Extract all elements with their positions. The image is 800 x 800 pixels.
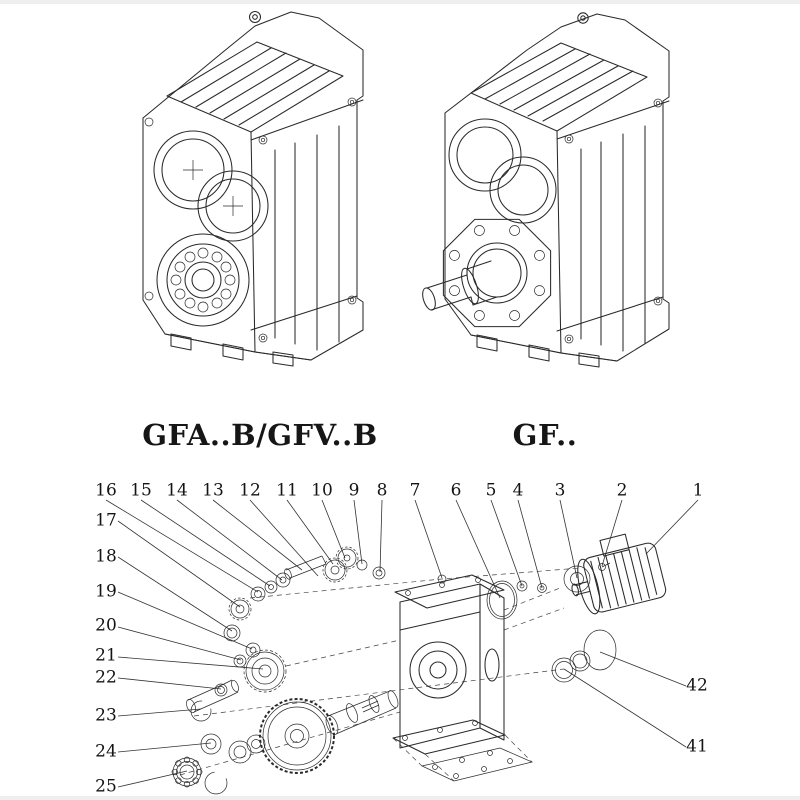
part-callout-19: 19 [95, 581, 117, 602]
part-callout-2: 2 [616, 480, 628, 501]
part-callout-21: 21 [95, 645, 117, 666]
part-callout-14: 14 [166, 480, 188, 501]
part-callout-16: 16 [95, 480, 117, 501]
seal-and-plug-parts [486, 562, 611, 620]
exploded-parts-diagram [105, 499, 699, 795]
part-callout-17: 17 [95, 510, 117, 531]
output-shaft-parts [171, 690, 399, 795]
part-callout-23: 23 [95, 705, 117, 726]
bottom-edge-band [0, 796, 800, 800]
housing-bolt-holes [402, 577, 481, 741]
part-callout-12: 12 [239, 480, 261, 501]
input-shaft-parts [250, 546, 447, 602]
leader-lines [105, 499, 699, 788]
part-callout-11: 11 [276, 480, 298, 501]
motor-drawing [571, 533, 667, 615]
part-callout-7: 7 [409, 480, 421, 501]
part-callout-6: 6 [450, 480, 462, 501]
part-callout-20: 20 [95, 615, 117, 636]
part-callout-8: 8 [376, 480, 388, 501]
part-callout-3: 3 [554, 480, 566, 501]
part-callout-4: 4 [512, 480, 524, 501]
part-callout-24: 24 [95, 741, 117, 762]
part-callout-18: 18 [95, 546, 117, 567]
part-callout-10: 10 [311, 480, 333, 501]
gasket-plate [420, 747, 534, 782]
part-callout-25: 25 [95, 776, 117, 797]
part-callout-42: 42 [686, 675, 708, 696]
top-edge-band [0, 0, 800, 4]
part-callout-13: 13 [202, 480, 224, 501]
right-model-label: GF.. [512, 418, 578, 452]
part-callout-41: 41 [686, 736, 708, 757]
intermediate-shaft-parts [186, 597, 287, 722]
part-callout-22: 22 [95, 667, 117, 688]
part-callout-9: 9 [348, 480, 360, 501]
output-side-rings [551, 629, 617, 683]
left-model-label: GFA..B/GFV..B [142, 418, 378, 452]
part-callout-5: 5 [485, 480, 497, 501]
part-callout-15: 15 [130, 480, 152, 501]
part-callout-1: 1 [692, 480, 704, 501]
gear-housing [392, 574, 506, 755]
foot-mounted-gearbox-drawing [142, 10, 364, 367]
shaft-output-gearbox-drawing [422, 12, 670, 368]
